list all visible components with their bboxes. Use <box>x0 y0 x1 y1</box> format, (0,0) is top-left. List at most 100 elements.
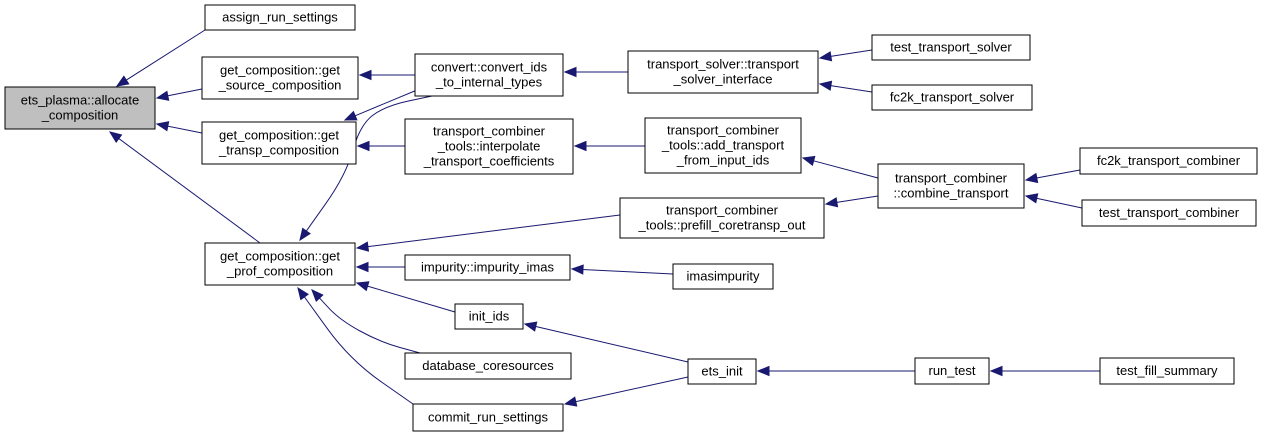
arrowhead <box>570 264 584 275</box>
edge-convert-to-get_prof <box>299 95 433 242</box>
arrowhead <box>989 365 1003 377</box>
node-tc-prefill[interactable]: transport_combiner_tools::prefill_coretr… <box>619 197 825 239</box>
node-label-line: assign_run_settings <box>222 10 338 25</box>
node-commit-run[interactable]: commit_run_settings <box>412 403 564 432</box>
node-database[interactable]: database_coresources <box>404 352 572 380</box>
edge-line <box>305 95 433 233</box>
node-box <box>414 53 564 97</box>
edge-fc2k_ts-to-ts_interface <box>818 80 873 93</box>
node-box <box>404 118 574 175</box>
arrowhead <box>1024 172 1039 184</box>
node-test-tc[interactable]: test_transport_combiner <box>1081 199 1257 227</box>
node-tc-combine[interactable]: transport_combiner::combine_transport <box>877 163 1025 209</box>
node-run-test[interactable]: run_test <box>914 357 990 385</box>
arrowhead <box>355 241 370 252</box>
node-label-line: transport_solver::transport <box>647 57 799 72</box>
node-test-fill[interactable]: test_fill_summary <box>1099 357 1235 385</box>
node-get-transp[interactable]: get_composition::get_transp_composition <box>201 121 357 165</box>
edge-convert-to-get_transp <box>343 89 418 121</box>
node-box <box>1081 199 1257 227</box>
edge-line <box>829 85 873 93</box>
arrowhead <box>115 75 130 87</box>
node-box <box>877 163 1025 209</box>
node-label-line: transport_combiner <box>895 171 1008 186</box>
arrowhead <box>343 110 358 121</box>
node-label-line: _source_composition <box>218 78 342 93</box>
edge-line <box>574 376 689 403</box>
node-label-line: test_transport_combiner <box>1099 205 1240 220</box>
edge-line <box>366 214 621 248</box>
node-ets-init[interactable]: ets_init <box>687 358 757 385</box>
edge-tc_interp-to-get_transp <box>356 140 405 152</box>
arrowhead <box>573 140 587 152</box>
arrowhead <box>818 80 833 91</box>
node-box <box>687 358 757 385</box>
edge-line <box>812 160 879 179</box>
edge-commit_run-to-get_prof <box>297 286 414 405</box>
arrowhead <box>756 365 770 377</box>
node-label-line: transport_combiner <box>666 203 779 218</box>
edge-get_source-to-ets_plasma <box>155 88 203 101</box>
edge-convert-to-get_source <box>358 69 415 81</box>
edge-ets_init-to-commit_run <box>563 376 689 407</box>
arrowhead <box>801 155 816 167</box>
node-label-line: imasimpurity <box>687 269 760 284</box>
node-box <box>454 303 524 330</box>
edge-test_tc-to-tc_combine <box>1024 193 1083 209</box>
node-assign-run[interactable]: assign_run_settings <box>204 4 356 31</box>
node-label-line: run_test <box>929 363 976 378</box>
node-ts-interface[interactable]: transport_solver::transport_solver_inter… <box>627 50 819 94</box>
arrowhead <box>818 51 833 62</box>
node-label-line: commit_run_settings <box>428 410 548 425</box>
node-label-line: get_composition::get <box>220 63 340 78</box>
node-box <box>619 197 825 239</box>
node-box <box>201 121 357 165</box>
arrowhead <box>108 131 123 144</box>
node-label-line: impurity::impurity_imas <box>421 260 554 275</box>
edge-imasimpurity-to-impurity <box>570 264 674 275</box>
node-label-line: _tools::prefill_coretransp_out <box>638 218 806 233</box>
edge-line <box>166 88 203 97</box>
edge-impurity-to-get_prof <box>355 261 405 273</box>
edge-line <box>117 137 261 244</box>
node-box <box>871 84 1033 111</box>
node-label-line: database_coresources <box>422 358 554 373</box>
node-ets-plasma[interactable]: ets_plasma::allocate_composition <box>4 86 156 130</box>
edge-line <box>366 285 456 313</box>
edge-line <box>1035 197 1083 209</box>
call-graph-nodes: ets_plasma::allocate_composition assign_r… <box>4 4 1258 432</box>
edge-tc_add-to-tc_interp <box>573 140 645 152</box>
edge-assign_run-to-ets_plasma <box>115 29 206 87</box>
node-fc2k-tc[interactable]: fc2k_transport_combiner <box>1079 147 1258 175</box>
arrowhead <box>155 121 170 132</box>
node-get-prof[interactable]: get_composition::get_prof_composition <box>204 242 356 286</box>
node-box <box>672 263 774 290</box>
node-tc-interp[interactable]: transport_combiner_tools::interpolate_tr… <box>404 118 574 175</box>
node-box <box>204 4 356 31</box>
node-box <box>204 242 356 286</box>
node-get-source[interactable]: get_composition::get_source_composition <box>201 56 359 100</box>
edge-line <box>125 29 206 82</box>
node-label-line: _to_internal_types <box>435 75 543 90</box>
node-convert[interactable]: convert::convert_ids_to_internal_types <box>414 53 564 97</box>
arrowhead <box>297 286 309 301</box>
node-tc-add[interactable]: transport_combiner_tools::add_transport_… <box>644 117 802 174</box>
node-test-ts[interactable]: test_transport_solver <box>871 34 1031 61</box>
node-init-ids[interactable]: init_ids <box>454 303 524 330</box>
node-label-line: _tools::add_transport <box>661 138 785 153</box>
node-label-line: get_composition::get <box>220 249 340 264</box>
node-label-line: test_fill_summary <box>1116 363 1218 378</box>
node-label-line: ets_plasma::allocate <box>21 93 140 108</box>
node-label-line: _solver_interface <box>673 72 773 87</box>
node-box <box>412 403 564 432</box>
node-impurity[interactable]: impurity::impurity_imas <box>404 254 571 281</box>
arrowhead <box>356 140 370 152</box>
node-imasimpurity[interactable]: imasimpurity <box>672 263 774 290</box>
arrowhead <box>824 197 839 208</box>
edge-test_fill-to-run_test <box>989 365 1100 377</box>
node-label-line: _prof_composition <box>226 264 333 279</box>
edge-database-to-get_prof <box>311 289 421 354</box>
node-fc2k-ts[interactable]: fc2k_transport_solver <box>871 84 1033 111</box>
node-label-line: fc2k_transport_solver <box>890 90 1015 105</box>
